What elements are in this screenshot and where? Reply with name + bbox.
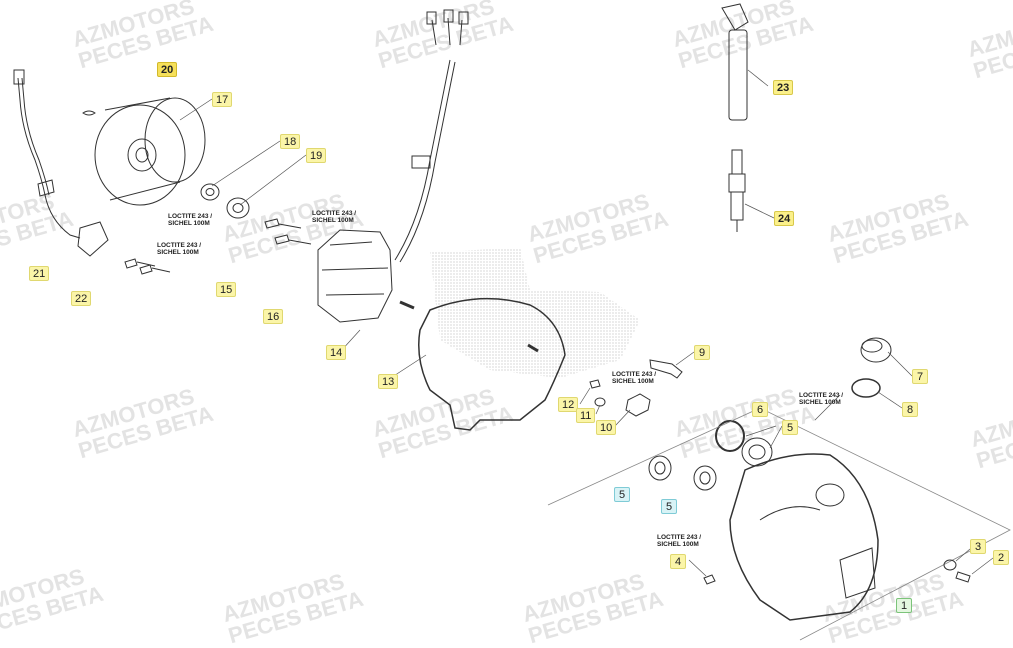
part-17-stator: [317, 9, 469, 323]
assembly-frame: [547, 407, 1011, 641]
part-5-bearing: [648, 455, 672, 481]
part-12-washer: [594, 397, 606, 407]
callout-17[interactable]: 16: [263, 309, 284, 324]
callout-20[interactable]: 19: [306, 148, 327, 163]
part-11-sensor: [625, 393, 651, 417]
loctite-note: LOCTITE 243 /SICHEL 100M: [612, 371, 657, 385]
part-6-seal: [741, 437, 773, 467]
callout-7[interactable]: 6: [752, 402, 768, 417]
callout-21[interactable]: 20: [157, 62, 178, 77]
part-16-screw: [274, 234, 312, 245]
loctite-note: LOCTITE 243 /SICHEL 100M: [168, 213, 213, 227]
part-1-cover: [729, 453, 879, 621]
part-4-bolt: [703, 574, 716, 585]
part-9-o-ring: [851, 378, 881, 398]
part-8-filler-cap: [860, 337, 892, 363]
callout-16[interactable]: 15: [216, 282, 237, 297]
loctite-note: LOCTITE 243 /SICHEL 100M: [657, 534, 702, 548]
callout-25[interactable]: 24: [774, 211, 795, 226]
part-15-dowel: [399, 300, 415, 310]
part-16-screw: [264, 218, 302, 229]
callout-5[interactable]: 5: [614, 487, 630, 502]
callout-10[interactable]: 9: [694, 345, 710, 360]
part-2-bolt: [955, 571, 971, 583]
callout-4[interactable]: 4: [670, 554, 686, 569]
part-7-o-ring: [715, 420, 745, 452]
part-23-bolt: [124, 258, 156, 269]
part-18-rotor: [94, 97, 206, 206]
callout-2[interactable]: 2: [993, 550, 1009, 565]
callout-19[interactable]: 18: [280, 134, 301, 149]
callout-6[interactable]: 5: [782, 420, 798, 435]
callout-24[interactable]: 23: [773, 80, 794, 95]
loctite-note: LOCTITE 243 /SICHEL 100M: [799, 392, 844, 406]
part-13-bolt: [589, 379, 601, 389]
callout-8[interactable]: 7: [912, 369, 928, 384]
callout-14[interactable]: 13: [378, 374, 399, 389]
callout-15[interactable]: 14: [326, 345, 347, 360]
callout-18[interactable]: 17: [212, 92, 233, 107]
callout-12[interactable]: 11: [576, 408, 596, 423]
part-21-key: [82, 110, 96, 116]
loctite-note: LOCTITE 243 /SICHEL 100M: [157, 242, 202, 256]
part-5-bearing: [693, 465, 717, 491]
callout-1[interactable]: 1: [896, 598, 912, 613]
part-22-pickup-sensor: [13, 69, 109, 257]
part-24-plug-cap: [721, 3, 749, 121]
part-14-gasket: [418, 297, 566, 431]
part-19-nut: [226, 197, 250, 219]
part-25-spark-plug: [728, 149, 746, 232]
part-20-washer: [200, 183, 220, 201]
part-10-bracket: [649, 359, 683, 379]
callout-3[interactable]: 3: [970, 539, 986, 554]
callout-9[interactable]: 8: [902, 402, 918, 417]
callout-22[interactable]: 21: [29, 266, 50, 281]
callout-11[interactable]: 10: [596, 420, 617, 435]
loctite-note: LOCTITE 243 /SICHEL 100M: [312, 210, 357, 224]
callout-13[interactable]: 12: [558, 397, 579, 412]
callout-23[interactable]: 22: [71, 291, 92, 306]
callout-5[interactable]: 5: [661, 499, 677, 514]
logo-watermark-dots: [430, 248, 640, 378]
part-23-bolt: [139, 264, 171, 275]
part-3-washer: [943, 559, 957, 571]
